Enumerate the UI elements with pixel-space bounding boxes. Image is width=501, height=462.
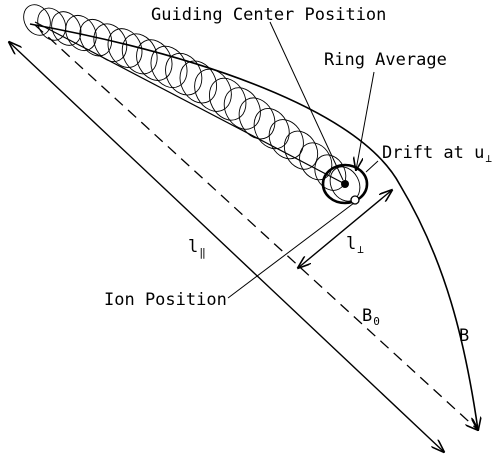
label-b: B <box>459 326 469 346</box>
label-b0: B0 <box>362 306 380 328</box>
gyration-spiral <box>23 4 361 202</box>
l-parallel-arrow <box>9 42 444 452</box>
label-drift: Drift at u⊥ <box>382 143 492 165</box>
ion-position-leader <box>227 202 355 299</box>
label-drift-main: Drift at u <box>382 143 484 163</box>
gyration-loop <box>179 60 218 104</box>
label-l-parallel-main: l <box>188 237 198 257</box>
label-l-perp-main: l <box>346 234 356 254</box>
label-b0-main: B <box>362 306 372 326</box>
label-l-perp: l⊥ <box>346 234 364 256</box>
label-ring-average: Ring Average <box>324 50 447 70</box>
label-b0-sub: 0 <box>373 315 380 328</box>
gyration-loop <box>121 33 158 75</box>
label-l-perp-sub: ⊥ <box>357 243 364 256</box>
label-ion-position: Ion Position <box>104 290 227 310</box>
ion-position-marker <box>350 195 360 205</box>
guiding-center-leader <box>269 21 344 181</box>
drift-leader <box>365 160 379 173</box>
gyration-loop <box>23 4 51 36</box>
gyration-loop <box>136 39 173 81</box>
ring-average-leader <box>356 71 375 170</box>
label-l-parallel: l‖ <box>188 237 206 259</box>
label-guiding-center: Guiding Center Position <box>151 5 386 25</box>
l-perp-arrow <box>298 190 392 268</box>
gyration-loop <box>150 45 188 89</box>
label-l-parallel-sub: ‖ <box>199 246 206 259</box>
label-drift-sub: ⊥ <box>485 152 492 165</box>
ring-average-ellipse <box>321 163 369 205</box>
gyration-loop <box>93 23 128 62</box>
guiding-center-dot <box>341 180 349 188</box>
